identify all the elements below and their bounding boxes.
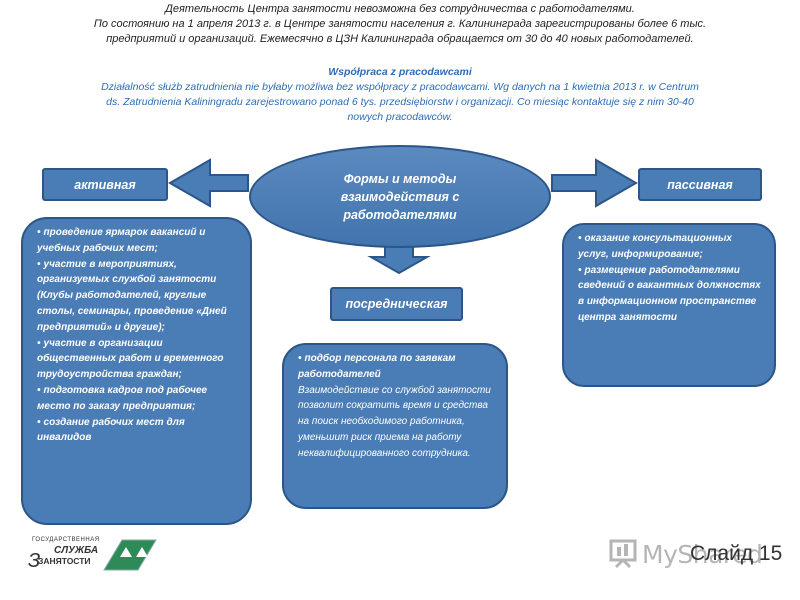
bullet-icon: • bbox=[578, 233, 582, 244]
active-item-text: проведение ярмарок вакансий и учебных ра… bbox=[37, 227, 206, 254]
polish-title: Współpraca z pracodawcami bbox=[328, 66, 472, 78]
logo-stripes-icon bbox=[103, 539, 157, 571]
passive-item-text: размещение работодателями сведений о вак… bbox=[578, 264, 761, 323]
center-ellipse: Формы и методы взаимодействия с работода… bbox=[249, 145, 551, 248]
passive-item: •размещение работодателями сведений о ва… bbox=[578, 263, 764, 326]
slide-number: Слайд 15 bbox=[690, 542, 783, 565]
intermediary-label-box: посредническая bbox=[330, 287, 463, 321]
active-item-text: подготовка кадров под рабочее место по з… bbox=[37, 384, 208, 412]
intermediary-item-text: подбор персонала по заявкам работодателе… bbox=[298, 353, 456, 380]
intermediary-text: Взаимодействие со службой занятости позв… bbox=[298, 384, 491, 459]
active-label: активная bbox=[74, 177, 136, 192]
intermediary-item: •подбор персонала по заявкам работодател… bbox=[298, 351, 496, 383]
active-item: •создание рабочих мест для инвалидов bbox=[37, 415, 240, 447]
bullet-icon: • bbox=[37, 227, 41, 238]
active-item-text: участие в мероприятиях, организуемых слу… bbox=[37, 258, 227, 333]
watermark-text: MyShared bbox=[642, 540, 763, 569]
bullet-icon: • bbox=[578, 264, 582, 276]
intro-line-2: По состоянию на 1 апреля 2013 г. в Центр… bbox=[93, 18, 707, 30]
polish-line-2: ds. Zatrudnienia Kaliningradu zarejestro… bbox=[106, 96, 694, 108]
logo-line-1: ГОСУДАРСТВЕННАЯ bbox=[32, 537, 100, 543]
intro-line-3: предприятий и организаций. Ежемесячно в … bbox=[106, 33, 694, 45]
bullet-icon: • bbox=[37, 416, 41, 428]
active-item: •проведение ярмарок вакансий и учебных р… bbox=[37, 225, 240, 257]
polish-text: Działalność służb zatrudnienia nie byłab… bbox=[50, 80, 750, 125]
logo-letter: З bbox=[28, 550, 41, 572]
logo-line-2: СЛУЖБА bbox=[54, 545, 99, 556]
polish-line-3: nowych pracodawców. bbox=[347, 111, 453, 123]
logo-line-3: ЗАНЯТОСТИ bbox=[38, 556, 91, 566]
arrow-down-icon bbox=[367, 245, 431, 275]
intro-text: Деятельность Центра занятости невозможна… bbox=[40, 2, 760, 47]
intermediary-card: •подбор персонала по заявкам работодател… bbox=[282, 343, 508, 509]
active-card: •проведение ярмарок вакансий и учебных р… bbox=[21, 217, 252, 525]
passive-item: •оказание консультационных услуг, информ… bbox=[578, 231, 764, 263]
passive-label-box: пассивная bbox=[638, 168, 762, 201]
intro-line-1: Деятельность Центра занятости невозможна… bbox=[165, 3, 635, 15]
center-title: Формы и методы взаимодействия с работода… bbox=[340, 171, 460, 222]
arrow-right-icon bbox=[551, 158, 639, 208]
bullet-icon: • bbox=[37, 258, 41, 270]
bullet-icon: • bbox=[37, 337, 41, 349]
passive-label: пассивная bbox=[667, 177, 733, 192]
active-item-text: участие в организации общественных работ… bbox=[37, 337, 224, 381]
bullet-icon: • bbox=[298, 353, 302, 364]
bullet-icon: • bbox=[37, 384, 41, 396]
watermark-icon bbox=[609, 539, 637, 568]
passive-item-text: оказание консультационных услуг, информи… bbox=[578, 233, 732, 260]
polish-line-1: Działalność służb zatrudnienia nie byłab… bbox=[101, 81, 699, 93]
active-label-box: активная bbox=[42, 168, 168, 201]
intermediary-label: посредническая bbox=[345, 297, 448, 311]
arrow-left-icon bbox=[167, 158, 249, 208]
passive-card: •оказание консультационных услуг, информ… bbox=[562, 223, 776, 387]
active-item-text: создание рабочих мест для инвалидов bbox=[37, 416, 185, 444]
active-item: •участие в мероприятиях, организуемых сл… bbox=[37, 257, 240, 336]
active-item: •подготовка кадров под рабочее место по … bbox=[37, 383, 240, 415]
active-item: •участие в организации общественных рабо… bbox=[37, 336, 240, 383]
